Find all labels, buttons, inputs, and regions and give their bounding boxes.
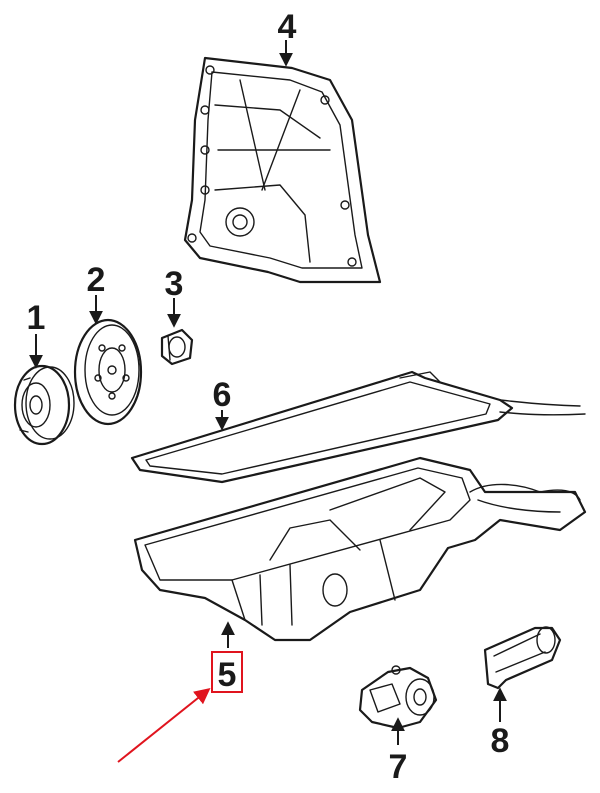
highlight-arrow	[117, 688, 211, 763]
callout-4: 4	[278, 8, 297, 46]
leader-lines	[29, 40, 507, 745]
oil-pan-part	[133, 456, 587, 642]
callout-2: 2	[87, 261, 106, 299]
flanged-pulley-part	[73, 318, 143, 426]
callout-6: 6	[213, 376, 232, 414]
oil-pump-part	[358, 665, 438, 730]
oil-pickup-tube-part	[483, 626, 562, 690]
callout-7: 7	[389, 748, 408, 786]
crankshaft-pulley-part	[13, 364, 75, 446]
timing-cover-part	[183, 56, 382, 284]
oil-pan-gasket-part	[130, 370, 586, 484]
callout-3: 3	[165, 265, 184, 303]
callout-5: 5	[218, 656, 237, 694]
seal-part	[160, 328, 194, 366]
callout-1: 1	[27, 299, 46, 337]
callout-8: 8	[491, 722, 510, 760]
callout-5-highlight-box	[211, 651, 243, 693]
